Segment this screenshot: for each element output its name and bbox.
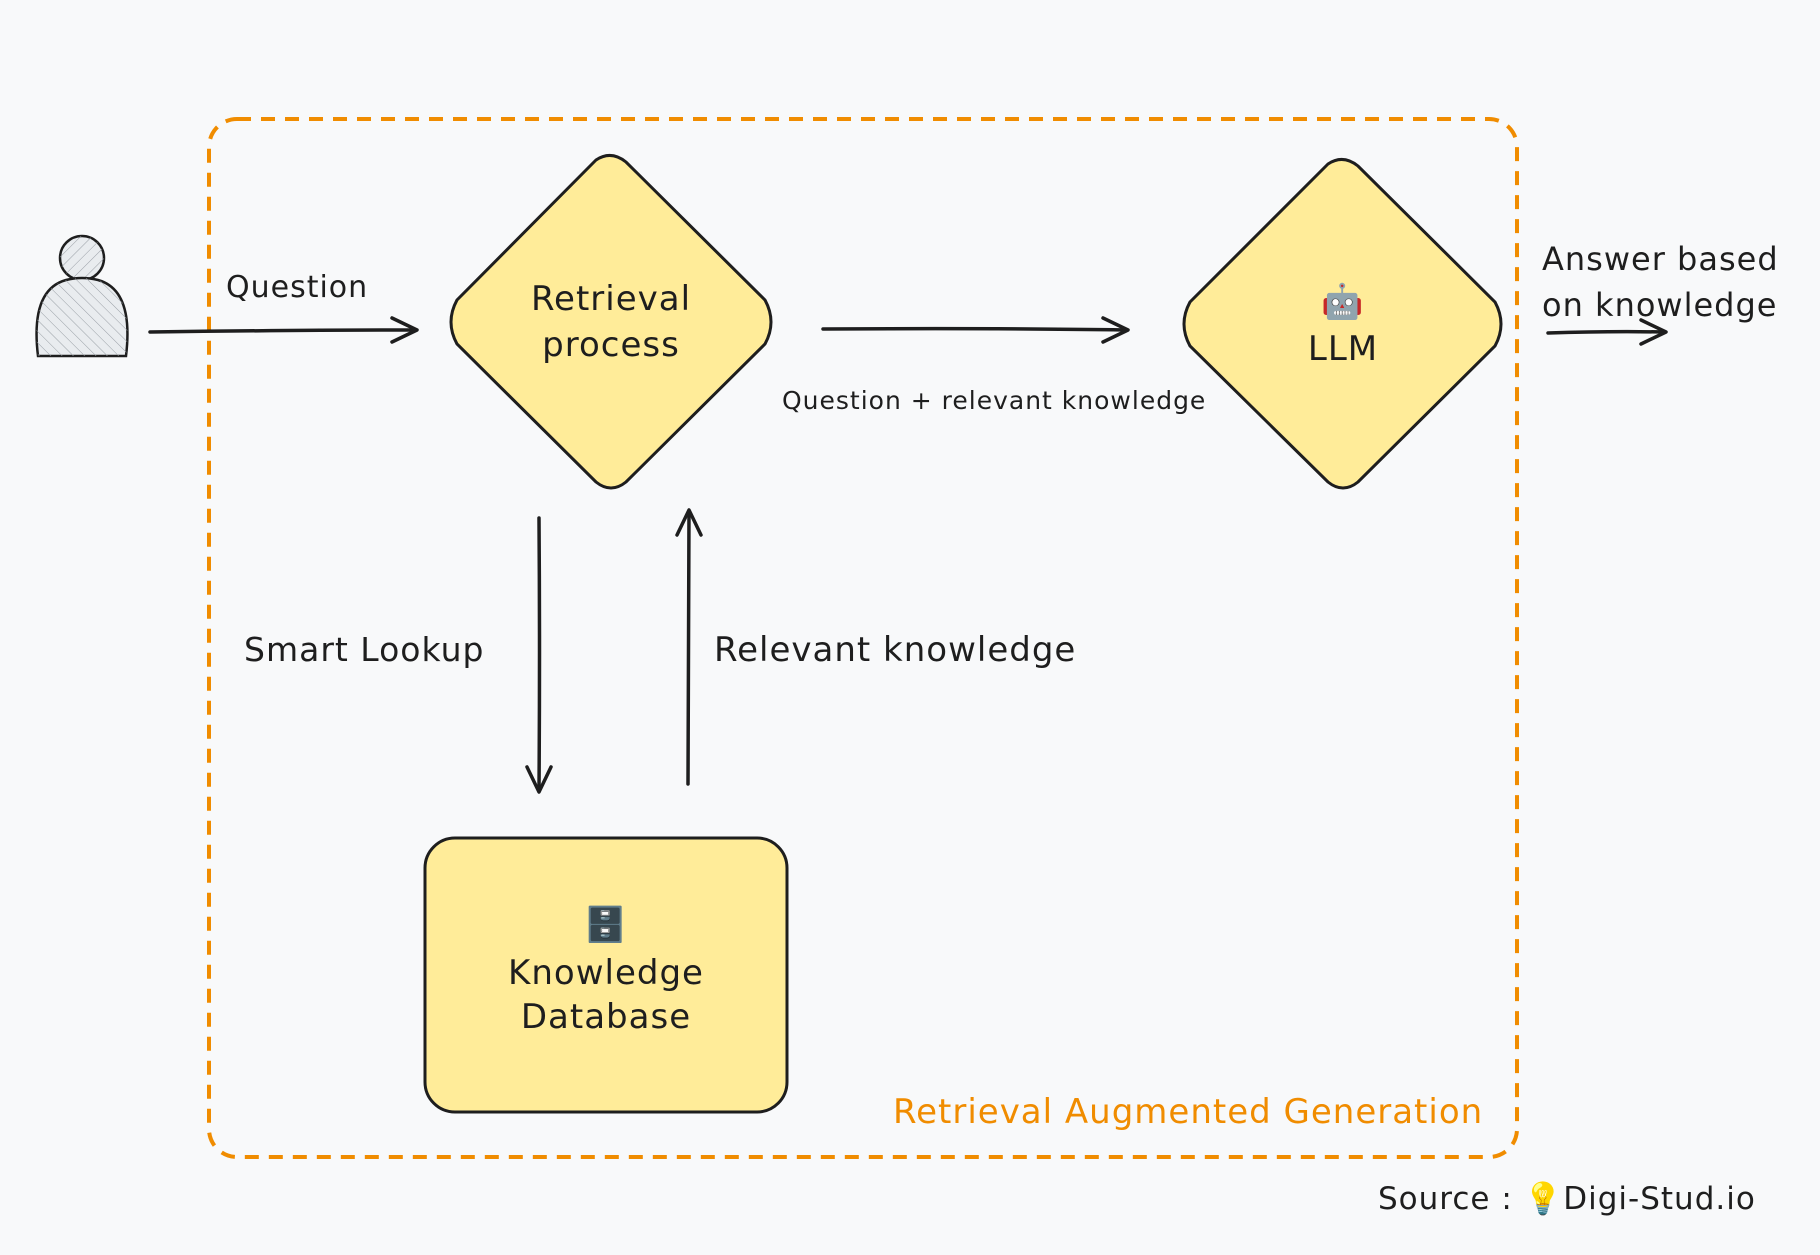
edge-label-smart-lookup: Smart Lookup bbox=[244, 630, 485, 669]
llm-label-text: LLM bbox=[1307, 329, 1379, 369]
arrow-answer bbox=[1546, 318, 1668, 346]
lightbulb-icon: 💡 bbox=[1523, 1181, 1564, 1217]
retrieval-label-line2: process bbox=[542, 325, 680, 365]
output-label-line2: on knowledge bbox=[1542, 286, 1778, 324]
source-credit: Source : 💡Digi-Stud.io bbox=[1378, 1180, 1756, 1217]
person-icon bbox=[35, 234, 129, 358]
database-label-line1: Knowledge bbox=[508, 953, 704, 993]
arrow-smart-lookup bbox=[525, 516, 553, 794]
rag-frame bbox=[207, 117, 1519, 1159]
knowledge-database-node bbox=[423, 836, 789, 1114]
retrieval-label-line1: Retrieval bbox=[530, 279, 692, 319]
rag-frame-title: Retrieval Augmented Generation bbox=[893, 1092, 1484, 1132]
edge-label-question: Question bbox=[226, 270, 369, 305]
database-label-line2: Database bbox=[520, 997, 692, 1037]
source-name: Digi-Stud.io bbox=[1563, 1181, 1756, 1217]
retrieval-process-node bbox=[449, 154, 773, 490]
retrieval-process-label: Retrieval process bbox=[496, 276, 726, 368]
llm-node bbox=[1182, 158, 1503, 490]
robot-icon: 🤖 bbox=[1321, 282, 1365, 322]
arrow-relevant-knowledge bbox=[675, 508, 703, 786]
llm-label: 🤖 LLM bbox=[1243, 282, 1443, 370]
edge-label-question-knowledge: Question + relevant knowledge bbox=[782, 386, 1207, 415]
edge-label-relevant-knowledge: Relevant knowledge bbox=[714, 630, 1077, 670]
file-cabinet-icon: 🗄️ bbox=[584, 905, 628, 945]
output-label-line1: Answer based bbox=[1542, 240, 1779, 278]
source-label: Source : bbox=[1378, 1181, 1513, 1217]
arrow-question-knowledge bbox=[821, 316, 1130, 344]
output-label: Answer based on knowledge bbox=[1542, 236, 1779, 328]
arrow-question bbox=[148, 316, 419, 344]
knowledge-database-label: 🗄️ Knowledge Database bbox=[466, 905, 746, 1039]
